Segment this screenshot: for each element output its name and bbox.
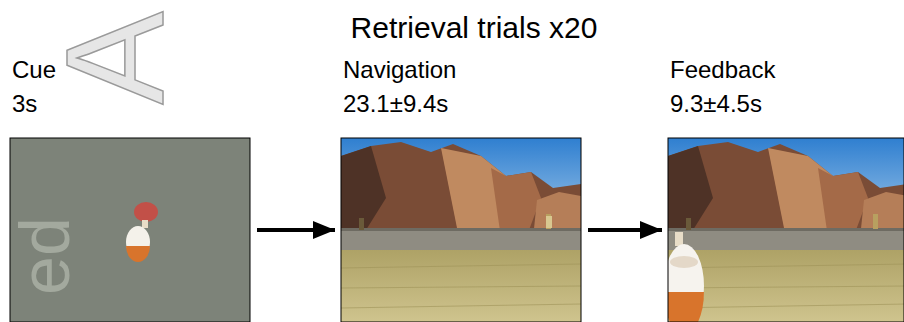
- stage-panel: Feedback 9.3±4.5s: [668, 55, 904, 322]
- flow-arrow: [257, 228, 335, 232]
- phase-duration: 9.3±4.5s: [670, 89, 904, 119]
- phase-name: Navigation: [343, 55, 581, 85]
- phase-name: Feedback: [670, 55, 904, 85]
- diagram-title: Retrieval trials x20: [351, 10, 598, 46]
- stage-panel: Navigation 23.1±9.4s: [341, 55, 581, 322]
- watermark: A: [45, 11, 185, 104]
- flow-arrow: [588, 228, 662, 232]
- phase-duration: 23.1±9.4s: [343, 89, 581, 119]
- watermark: ed: [10, 217, 80, 295]
